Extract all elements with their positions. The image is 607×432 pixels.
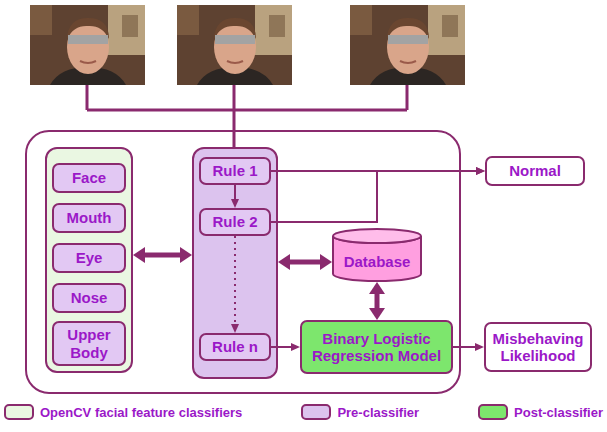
database-cylinder: Database	[332, 228, 422, 282]
legend-swatch	[4, 404, 34, 420]
feature-box: Mouth	[52, 203, 126, 233]
legend-item: Post-classifier	[478, 404, 603, 420]
feature-box: Eye	[52, 243, 126, 273]
feature-box: Nose	[52, 283, 126, 313]
legend-swatch	[478, 404, 508, 420]
double-arrow	[145, 253, 180, 258]
node-label: Binary Logistic Regression Model	[305, 330, 448, 365]
node-label: Face	[72, 169, 106, 186]
legend-item: Pre-classifier	[301, 404, 419, 420]
pre-classifier-panel: Rule 1 Rule 2 Rule n	[192, 147, 278, 379]
legend-item: OpenCV facial feature classifiers	[4, 404, 242, 420]
webcam-photo	[30, 5, 145, 85]
flow-arrow	[271, 346, 291, 348]
webcam-photo	[177, 5, 292, 85]
rule-box: Rule n	[199, 333, 271, 361]
rule-box: Rule 2	[199, 208, 271, 236]
double-arrow	[375, 294, 380, 308]
legend-label: Pre-classifier	[337, 405, 419, 420]
node-label: Normal	[509, 162, 561, 179]
legend-label: Post-classifier	[514, 405, 603, 420]
node-label: Mouth	[67, 209, 112, 226]
input-line	[87, 85, 407, 147]
webcam-photo	[350, 5, 465, 85]
feature-box: Face	[52, 163, 126, 193]
node-label: Database	[344, 253, 411, 270]
feature-box: Upper Body	[52, 321, 126, 366]
node-label: Upper Body	[57, 326, 121, 361]
model-box: Binary Logistic Regression Model	[300, 320, 453, 374]
legend: OpenCV facial feature classifiers Pre-cla…	[4, 404, 603, 420]
node-label: Nose	[71, 289, 108, 306]
output-box: Misbehaving Likelihood	[484, 322, 592, 372]
node-label: Rule 2	[212, 213, 257, 230]
flow-arrow	[234, 236, 236, 324]
output-box: Normal	[485, 156, 585, 186]
double-arrow	[290, 260, 320, 265]
node-label: Rule n	[212, 338, 258, 355]
flow-arrow	[234, 185, 236, 199]
system-container: FaceMouthEyeNoseUpper BodyRule 1Rule 2Ru…	[25, 130, 461, 394]
node-label: Eye	[76, 249, 103, 266]
legend-swatch	[301, 404, 331, 420]
classifier-panel: FaceMouthEyeNoseUpper Body	[45, 147, 133, 373]
flow-arrow	[271, 171, 476, 222]
rule-box: Rule 1	[199, 157, 271, 185]
legend-label: OpenCV facial feature classifiers	[40, 405, 242, 420]
node-label: Rule 1	[212, 162, 257, 179]
flow-arrow	[453, 346, 475, 348]
node-label: Misbehaving Likelihood	[489, 330, 587, 365]
